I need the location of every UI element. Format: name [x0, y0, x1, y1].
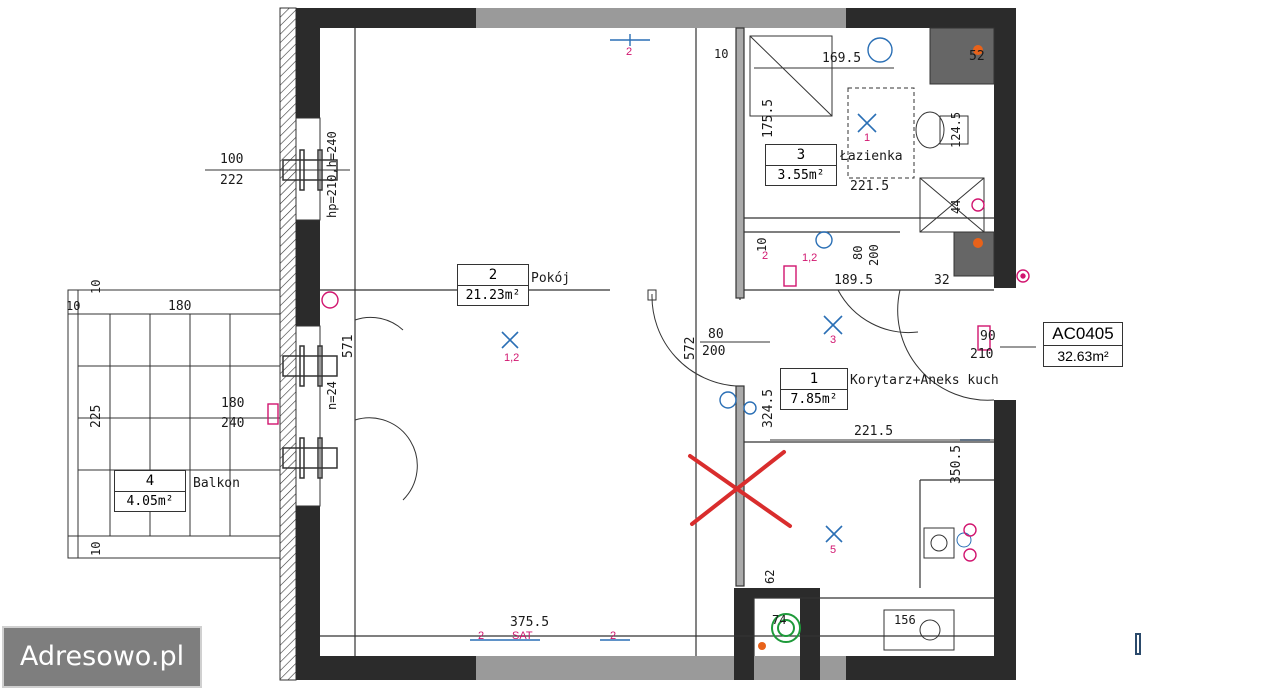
- mark-corridor: 3: [830, 334, 837, 346]
- room-2-number: 2: [458, 265, 528, 286]
- apartment-code: AC0405: [1044, 323, 1122, 346]
- apartment-area: 32.63m²: [1057, 348, 1109, 364]
- dim-window-hp: hp=210,h=240: [325, 131, 339, 218]
- mark-vent-bottom-a: 2: [478, 630, 485, 642]
- dim-room2-571: 571: [341, 334, 356, 358]
- dimension-lines: [205, 67, 1036, 441]
- mark-vent-bottom-b: 2: [610, 630, 617, 642]
- dim-entry-210: 210: [970, 347, 994, 362]
- dim-balcony-bottom-10: 10: [89, 541, 103, 556]
- mark-kitchen: 5: [830, 544, 837, 556]
- dim-kitchen-350: 350.5: [949, 444, 964, 484]
- dim-bath-door-80: 80: [851, 245, 865, 260]
- room-x-markers: [501, 113, 877, 543]
- electrical-markers: [267, 45, 1030, 562]
- dim-kitchen-62: 62: [763, 569, 777, 584]
- room-1-area: 7.85m²: [790, 392, 838, 407]
- dim-bath-door-200: 200: [867, 244, 881, 266]
- mark-room2: 1,2: [504, 352, 520, 364]
- mark-corr-small-a: 2: [762, 250, 769, 262]
- interior-lines: [320, 27, 994, 656]
- room-1-label: 1 7.85m²: [780, 368, 848, 410]
- room-3-area: 3.55m²: [777, 168, 825, 183]
- dim-entry-90: 90: [980, 329, 996, 344]
- mark-bathroom: 1: [864, 132, 871, 144]
- room-3-number: 3: [766, 145, 836, 166]
- plumbing-symbols: [470, 34, 990, 641]
- dim-balcony-door-240: 240: [221, 416, 245, 431]
- room-4-number: 4: [115, 471, 185, 492]
- dim-door-200: 200: [702, 344, 726, 359]
- structural-walls: [296, 8, 1016, 680]
- room-1-name: Korytarz+Aneks kuch: [850, 373, 999, 388]
- dim-window-222: 222: [220, 173, 244, 188]
- dim-balcony-door-180: 180: [221, 396, 245, 411]
- dim-corr-189: 189.5: [834, 273, 874, 288]
- dim-kitchen-221: 221.5: [854, 424, 894, 439]
- room-2-name: Pokój: [531, 271, 571, 286]
- dim-room2-375: 375.5: [510, 615, 550, 630]
- dim-bath-169: 169.5: [822, 51, 862, 66]
- dim-bath-221: 221.5: [850, 179, 890, 194]
- dim-bath-44: 44: [949, 199, 963, 214]
- dim-balcony-180: 180: [168, 299, 192, 314]
- red-cross-mark: [688, 450, 792, 528]
- room-3-label: 3 3.55m²: [765, 144, 837, 186]
- dim-bath-175: 175.5: [761, 98, 776, 138]
- dim-corr-324: 324.5: [761, 388, 776, 428]
- left-outer-wall-hatch: [279, 7, 297, 681]
- small-rectangle-icon: [1135, 633, 1141, 655]
- room-3-name: Łazienka: [840, 149, 903, 164]
- door-swings: [354, 289, 995, 501]
- dim-corr-32: 32: [934, 273, 950, 288]
- dim-balcony-225: 225: [89, 404, 104, 428]
- room-4-label: 4 4.05m²: [114, 470, 186, 512]
- room-2-area: 21.23m²: [465, 288, 521, 303]
- dim-kitchen-74: 74: [772, 613, 787, 627]
- kitchen-fixtures: [758, 527, 972, 651]
- dim-door-80: 80: [708, 327, 724, 342]
- room-2-label: 2 21.23m²: [457, 264, 529, 306]
- room-4-name: Balkon: [193, 476, 240, 491]
- mark-vent-top: 2: [626, 46, 633, 58]
- dim-window-100: 100: [220, 152, 244, 167]
- apartment-tag: AC0405 32.63m²: [1043, 322, 1123, 367]
- mark-corr-small-b: 1,2: [802, 252, 818, 264]
- dim-bath-124: 124.5: [949, 111, 963, 148]
- bathroom-fixtures: [749, 27, 995, 277]
- watermark-text: Adresowo.pl: [19, 641, 185, 672]
- mark-vent-bottom-sat: SAT: [512, 630, 533, 642]
- dim-wall-572: 572: [683, 336, 698, 360]
- room-1-number: 1: [781, 369, 847, 390]
- dim-balcony-left-10: 10: [66, 299, 81, 313]
- watermark-badge: Adresowo.pl: [2, 626, 202, 688]
- dim-bath-52: 52: [969, 49, 985, 64]
- dim-kitchen-156: 156: [894, 613, 916, 627]
- dim-window-mid: n=24: [325, 381, 339, 410]
- room-4-area: 4.05m²: [126, 494, 174, 509]
- dim-bath-10: 10: [714, 47, 729, 61]
- dim-balcony-top-10: 10: [89, 279, 103, 294]
